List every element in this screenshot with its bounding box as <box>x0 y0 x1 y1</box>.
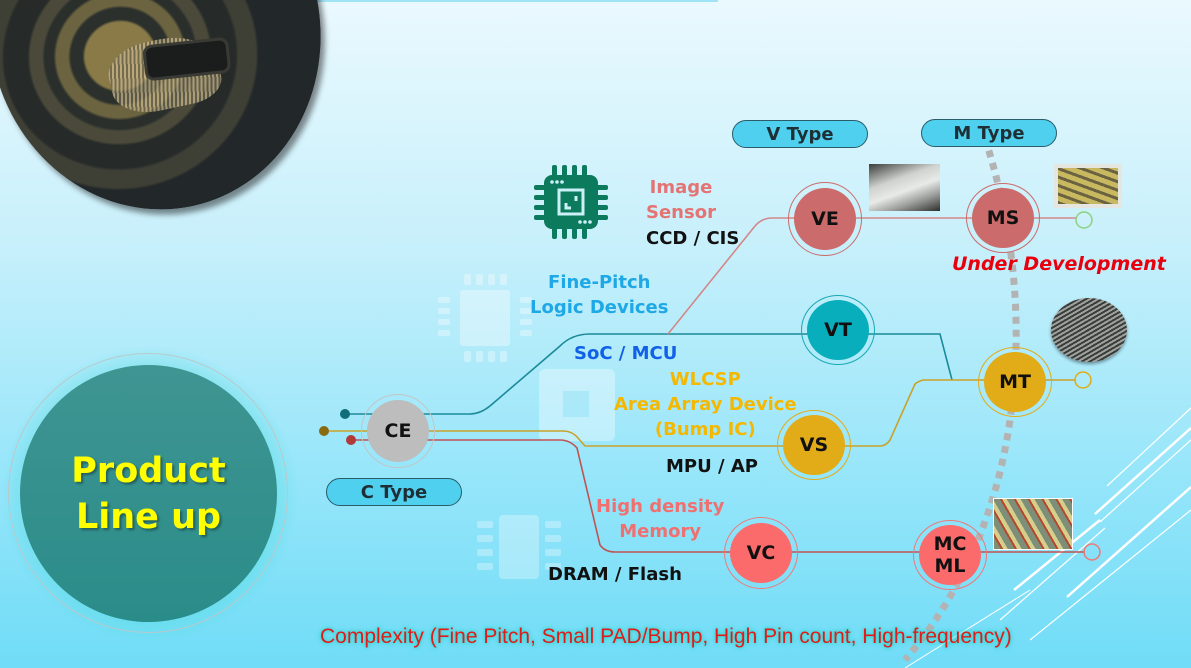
node-ml-label: ML <box>934 555 966 577</box>
top-strip <box>0 0 718 2</box>
title-line1: Product <box>71 450 226 491</box>
c-type-pill: C Type <box>326 478 462 506</box>
soc-mcu-examples: SoC / MCU <box>574 343 678 364</box>
red-line <box>352 439 1085 553</box>
mt-end-circle <box>1074 371 1092 389</box>
node-vt: VT <box>807 300 869 360</box>
gold-start-dot <box>319 426 329 436</box>
memory-label: High density Memory <box>596 494 724 544</box>
mpu-ap-examples: MPU / AP <box>666 456 758 477</box>
wlcsp-line3: (Bump IC) <box>654 419 756 440</box>
mt-ring <box>978 347 1052 417</box>
pink-line <box>667 217 1076 335</box>
ms-ring <box>966 183 1040 253</box>
image-sensor-line2: Sensor <box>646 202 716 223</box>
ic-chip-icon <box>438 274 532 362</box>
node-ce: CE <box>367 400 429 462</box>
deco-line <box>1099 439 1191 523</box>
logic-line2: Logic Devices <box>530 297 669 318</box>
deco-line <box>1106 407 1191 487</box>
deco-line <box>1066 486 1191 598</box>
image-sensor-examples: CCD / CIS <box>646 228 740 249</box>
v-type-pill: V Type <box>732 120 868 148</box>
mc-end-circle <box>1083 543 1101 561</box>
deco-line <box>1029 509 1191 641</box>
teal-line <box>345 333 953 415</box>
node-mt: MT <box>984 352 1046 412</box>
ms-end-circle <box>1075 211 1093 229</box>
gold-line <box>325 379 1076 447</box>
red-start-dot <box>346 435 356 445</box>
deco-line <box>1013 519 1101 591</box>
ce-ring <box>361 394 435 468</box>
deco-line <box>1094 427 1191 515</box>
memory-chip-icon <box>477 515 561 579</box>
mc-ring <box>913 520 987 590</box>
image-sensor-line1: Image <box>649 177 713 198</box>
logic-label: Fine-Pitch Logic Devices <box>530 270 668 320</box>
node-vc: VC <box>730 523 792 583</box>
dram-flash-examples: DRAM / Flash <box>548 564 682 585</box>
wlcsp-line1: WLCSP <box>669 369 741 390</box>
product-ring <box>8 353 288 633</box>
node-ve: VE <box>794 188 856 250</box>
vc-ring <box>724 517 798 589</box>
deco-line <box>904 589 1031 668</box>
vs-ring <box>777 410 851 480</box>
under-development-label: Under Development <box>952 253 1166 275</box>
ve-ring <box>788 182 862 256</box>
memory-line2: Memory <box>619 521 702 542</box>
complexity-note: Complexity (Fine Pitch, Small PAD/Bump, … <box>320 625 1012 648</box>
node-mc-ml: MC ML <box>919 525 981 585</box>
image-sensor-label: Image Sensor <box>646 175 716 225</box>
deco-line <box>999 527 1106 621</box>
wlcsp-label: WLCSP Area Array Device (Bump IC) <box>614 367 797 442</box>
title-line2: Line up <box>75 496 222 537</box>
memory-line1: High density <box>596 496 725 517</box>
m-type-pill: M Type <box>921 119 1057 147</box>
node-mc-label: MC <box>933 533 967 555</box>
node-vs: VS <box>783 415 845 475</box>
ve-product-photo <box>869 164 940 211</box>
logic-line1: Fine-Pitch <box>548 272 651 293</box>
mc-product-photo <box>993 498 1073 550</box>
node-ms: MS <box>972 188 1034 248</box>
product-lineup-title: Product Line up <box>20 365 277 622</box>
wlcsp-line2: Area Array Device <box>614 394 797 415</box>
bga-chip-icon <box>539 369 615 441</box>
cpu-chip-icon <box>534 165 608 239</box>
mt-product-photo <box>1051 298 1127 362</box>
teal-start-dot <box>340 409 350 419</box>
vt-ring <box>801 295 875 365</box>
ms-product-photo <box>1054 164 1122 208</box>
